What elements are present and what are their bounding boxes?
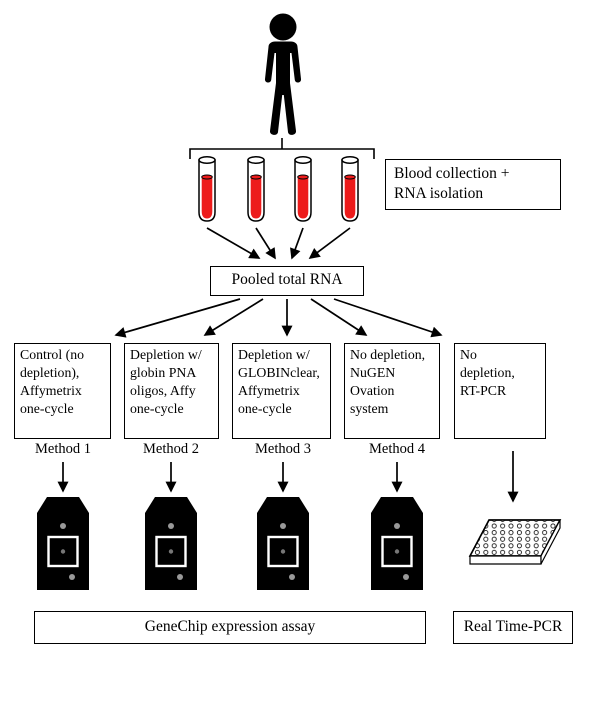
blood-tube-icon — [198, 156, 216, 222]
flow-arrow — [203, 298, 264, 336]
method-box-4: No depletion, NuGEN Ovation system — [344, 343, 440, 439]
flow-arrows — [57, 227, 519, 503]
flow-arrow — [308, 227, 351, 259]
flow-arrow — [310, 298, 368, 336]
realtime-pcr-box: Real Time-PCR — [453, 611, 573, 644]
method-box-1: Control (no depletion), Affymetrix one-c… — [14, 343, 111, 439]
person-icon — [264, 13, 302, 135]
flow-arrow — [333, 298, 443, 338]
flow-arrow — [290, 227, 304, 260]
flow-arrow — [114, 298, 241, 338]
blood-tube-icon — [341, 156, 359, 222]
genechip-cartridge-icon — [37, 497, 89, 590]
flow-arrow — [255, 227, 276, 260]
well-plate-icon — [468, 519, 562, 565]
sample-bracket — [189, 138, 375, 159]
blood-tube-icon — [294, 156, 312, 222]
method-label-3: Method 3 — [255, 441, 311, 457]
flow-arrow — [206, 227, 261, 259]
genechip-assay-box: GeneChip expression assay — [34, 611, 426, 644]
genechip-cartridge-icon — [257, 497, 309, 590]
pooled-rna-box: Pooled total RNA — [210, 266, 364, 296]
method-label-4: Method 4 — [369, 441, 425, 457]
method-box-2: Depletion w/ globin PNA oligos, Affy one… — [124, 343, 219, 439]
genechip-cartridge-icon — [371, 497, 423, 590]
method-box-5: No depletion, RT-PCR — [454, 343, 546, 439]
blood-tube-icon — [247, 156, 265, 222]
blood-collection-box: Blood collection + RNA isolation — [385, 159, 561, 210]
genechip-cartridge-icon — [145, 497, 197, 590]
genechip-cartridges — [37, 497, 423, 590]
method-label-1: Method 1 — [35, 441, 91, 457]
method-label-2: Method 2 — [143, 441, 199, 457]
blood-tubes — [198, 156, 359, 222]
method-box-3: Depletion w/ GLOBINclear, Affymetrix one… — [232, 343, 331, 439]
